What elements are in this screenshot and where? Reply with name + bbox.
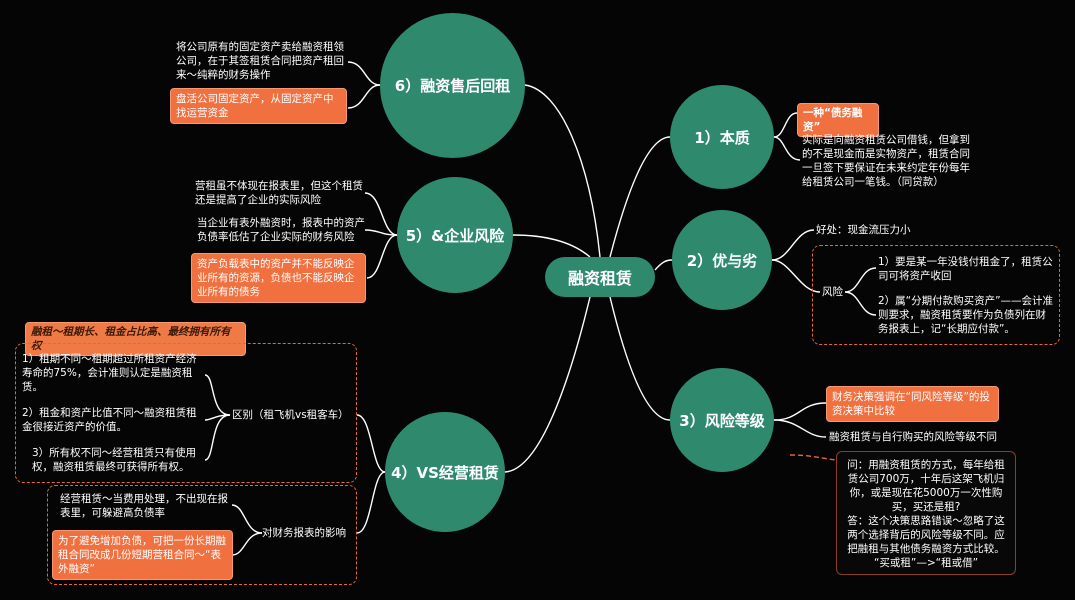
difference-item-1[interactable]: 1）租期不同～租期超过所租资产经济寿命的75%，会计准则认定是融资租赁。 — [22, 353, 197, 393]
enterprise-risk-tag[interactable]: 资产负载表中的资产并不能反映企业所有的资源，负债也不能反映企业所有的债务 — [191, 253, 366, 303]
enterprise-risk-item-1[interactable]: 营租虽不体现在报表里，但这个租赁还是提高了企业的实际风险 — [195, 180, 363, 206]
essence-tag[interactable]: 一种“债务融资” — [797, 103, 879, 137]
qa-answer: 答：这个决策思路错误～忽略了这两个选择背后的风险等级不同。应把融租与其他债务融资… — [847, 515, 1005, 555]
sale-leaseback-tag[interactable]: 盘活公司固定资产，从固定资产中找运营资金 — [170, 88, 347, 124]
risk-level-qa-note[interactable]: 问：用融资租赁的方式，每年给租赁公司700万，十年后这架飞机归你，或是现在花50… — [836, 451, 1016, 575]
risk-level-tag[interactable]: 财务决策强调在“同风险等级”的投资决策中比较 — [826, 386, 999, 422]
risk-level-text[interactable]: 融资租赁与自行购买的风险等级不同 — [829, 431, 997, 443]
impact-group — [47, 485, 357, 585]
risk-topic[interactable]: 风险 — [822, 286, 843, 298]
topic-pros-cons[interactable]: 2）优与劣 — [672, 210, 772, 310]
qa-conclusion: “买或租”—>“租或借” — [873, 557, 979, 569]
risk-group — [812, 245, 1060, 345]
essence-text[interactable]: 实际是向融资租赁公司借钱，但拿到的不是现金而是实物资产，租赁合同一旦签下要保证在… — [802, 134, 970, 188]
difference-topic[interactable]: 区别（租飞机vs租客车） — [232, 409, 349, 421]
difference-item-3[interactable]: 3）所有权不同～经营租赁只有使用权，融资租赁最终可获得所有权。 — [32, 447, 197, 473]
topic-essence[interactable]: 1）本质 — [670, 85, 774, 189]
topic-enterprise-risk[interactable]: 5）&企业风险 — [397, 177, 513, 293]
risk-item-1[interactable]: 1）要是某一年没钱付租金了，租赁公司可将资产收回 — [878, 256, 1053, 282]
impact-topic[interactable]: 对财务报表的影响 — [262, 527, 346, 539]
difference-item-2[interactable]: 2）租金和资产比值不同～融资租赁租金很接近资产的价值。 — [22, 407, 197, 433]
central-topic[interactable]: 融资租赁 — [545, 257, 655, 297]
sale-leaseback-text[interactable]: 将公司原有的固定资产卖给融资租领公司，在于其签租赁合同把资产租回来～纯粹的财务操… — [176, 41, 344, 81]
finance-lease-summary-tag[interactable]: 融租～租期长、租金占比高、最终拥有所有权 — [25, 322, 246, 356]
risk-item-2[interactable]: 2）属“分期付款购买资产”——会计准则要求，融资租赁要作为负债列在财务报表上，记… — [878, 295, 1054, 335]
topic-risk-level[interactable]: 3）风险等级 — [670, 368, 774, 472]
enterprise-risk-item-2[interactable]: 当企业有表外融资时，报表中的资产负债率低估了企业实际的财务风险 — [197, 217, 365, 243]
topic-vs-operating-lease[interactable]: 4）VS经营租赁 — [385, 412, 505, 532]
difference-group — [15, 343, 357, 483]
qa-question: 问：用融资租赁的方式，每年给租赁公司700万，十年后这架飞机归你，或是现在花50… — [847, 459, 1005, 513]
benefit-text[interactable]: 好处：现金流压力小 — [816, 224, 911, 236]
impact-tag[interactable]: 为了避免增加负债，可把一份长期融租合同改成几份短期营租合同～“表外融资” — [52, 530, 233, 580]
topic-sale-leaseback[interactable]: 6）融资售后回租 — [380, 13, 525, 158]
impact-text[interactable]: 经营租赁～当费用处理，不出现在报表里，可躲避高负债率 — [60, 493, 228, 519]
